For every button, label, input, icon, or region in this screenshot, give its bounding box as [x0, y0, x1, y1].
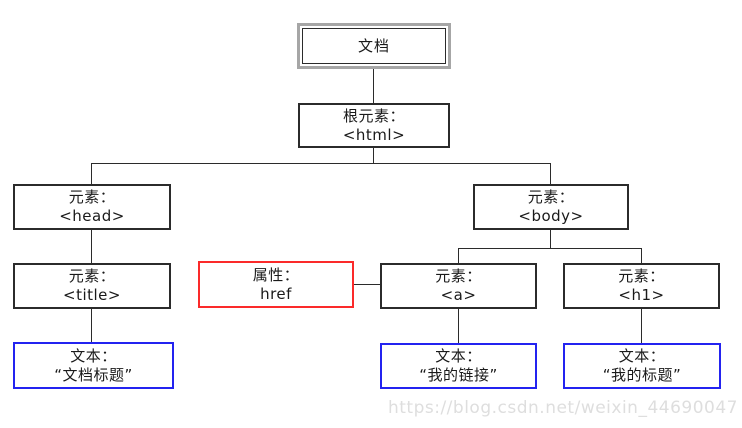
node-text-my-link: 文本： “我的链接” — [380, 343, 537, 389]
node-type-label: 文本： — [435, 347, 482, 365]
node-type-label: 文本： — [70, 346, 117, 365]
node-tag-label: <body> — [518, 207, 584, 225]
node-document-label: 文档 — [357, 36, 390, 55]
connector-to-head — [91, 163, 92, 184]
node-type-label: 文本： — [618, 347, 666, 365]
node-root-html: 根元素： <html> — [298, 103, 450, 148]
connector-href-a — [353, 284, 380, 285]
node-tag-label: <html> — [342, 125, 406, 144]
node-type-label: 元素： — [68, 188, 116, 206]
connector-html-children-bar — [91, 163, 551, 164]
node-value-label: “我的链接” — [419, 366, 498, 384]
node-type-label: 属性： — [252, 265, 300, 284]
connector-html-down — [373, 145, 374, 163]
node-document-inner: 文档 — [302, 28, 446, 64]
connector-h1-text — [641, 308, 642, 343]
connector-document-html — [373, 68, 374, 103]
node-value-label: href — [260, 284, 292, 303]
node-text-my-heading: 文本： “我的标题” — [563, 343, 721, 389]
connector-body-children-bar — [458, 248, 642, 249]
node-value-label: “我的标题” — [602, 366, 682, 384]
node-type-label: 根元素： — [342, 106, 405, 125]
connector-body-down — [550, 229, 551, 248]
connector-title-text — [91, 308, 92, 342]
node-type-label: 元素： — [527, 188, 575, 206]
node-tag-label: <title> — [63, 286, 121, 304]
node-element-h1: 元素： <h1> — [563, 263, 720, 309]
node-attribute-href: 属性： href — [198, 261, 354, 308]
node-tag-label: <head> — [59, 207, 125, 225]
connector-a-text — [458, 308, 459, 343]
csdn-watermark: https://blog.csdn.net/weixin_44690047 — [387, 398, 738, 418]
node-value-label: “文档标题” — [54, 365, 133, 384]
connector-head-title — [91, 229, 92, 263]
node-element-head: 元素： <head> — [13, 184, 171, 230]
node-type-label: 元素： — [435, 267, 482, 285]
connector-to-h1 — [641, 248, 642, 263]
node-tag-label: <h1> — [618, 286, 665, 304]
node-text-document-title: 文本： “文档标题” — [13, 342, 174, 389]
node-element-title: 元素： <title> — [13, 263, 171, 309]
node-element-a: 元素： <a> — [380, 263, 537, 309]
node-type-label: 元素： — [618, 267, 665, 285]
node-tag-label: <a> — [440, 286, 477, 304]
connector-to-body — [550, 163, 551, 184]
node-type-label: 元素： — [68, 267, 116, 285]
node-document: 文档 — [297, 23, 451, 69]
connector-to-a — [458, 248, 459, 263]
node-element-body: 元素： <body> — [473, 184, 629, 230]
